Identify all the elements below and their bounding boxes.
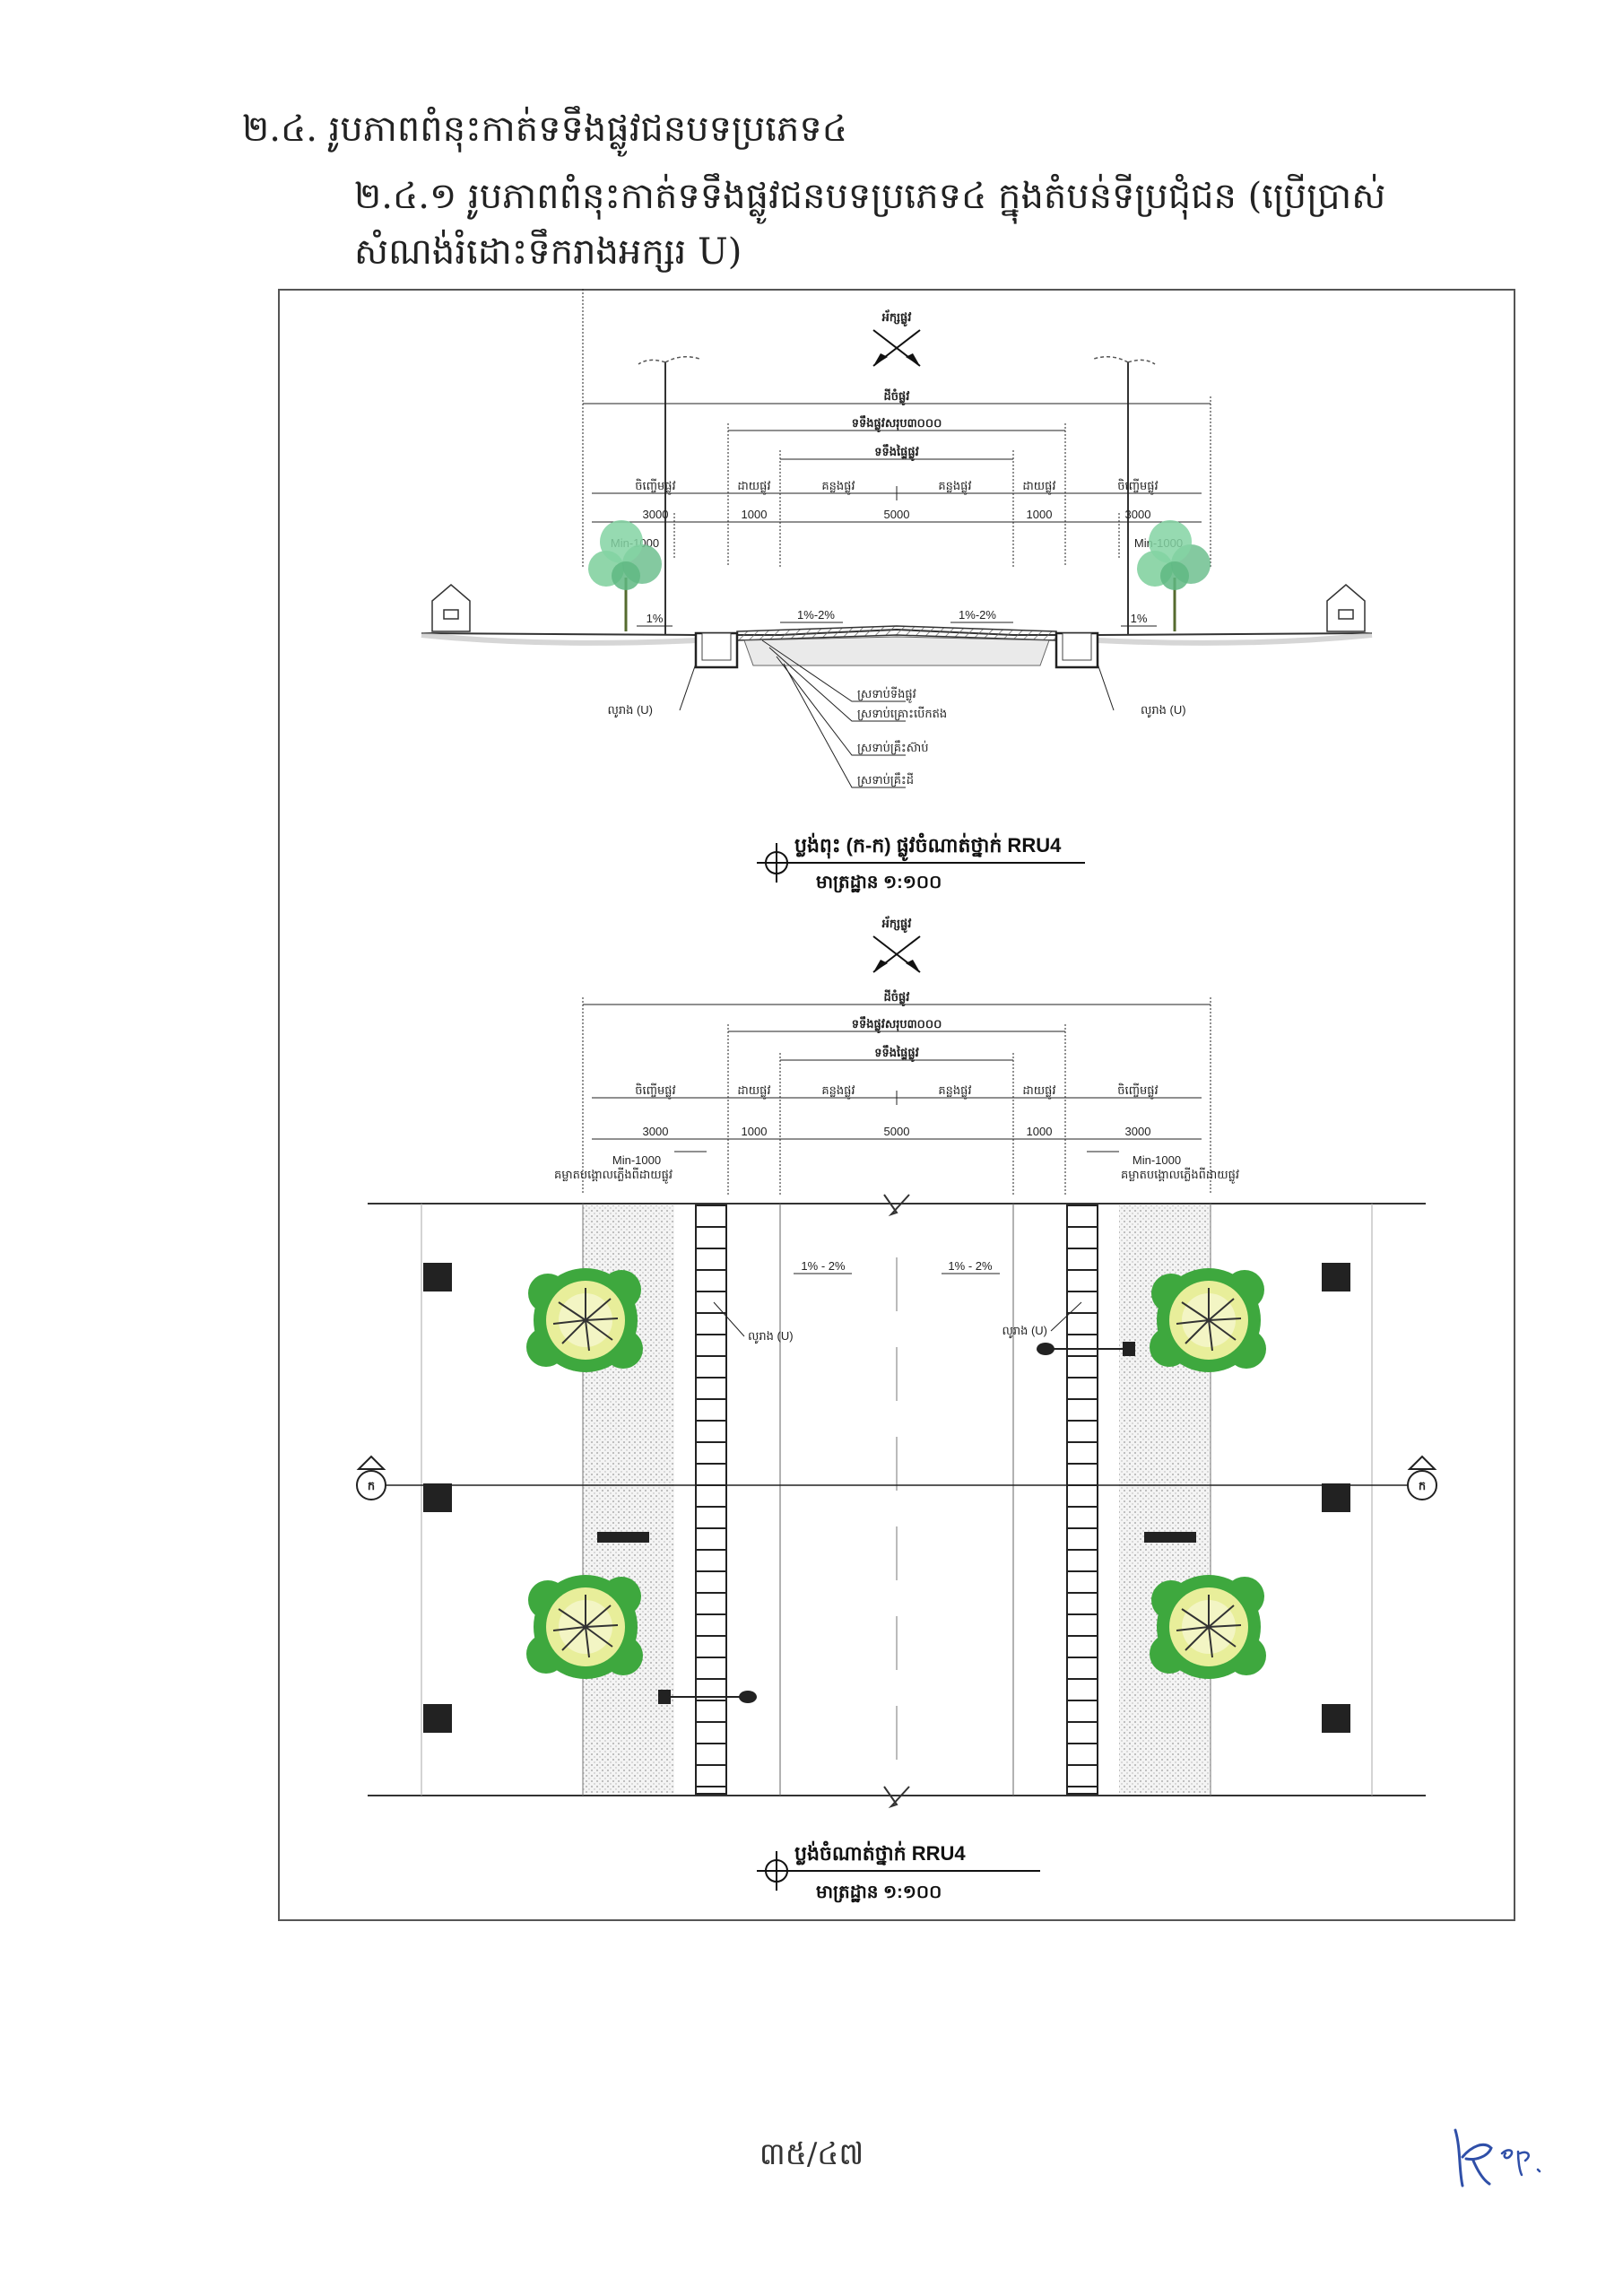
label-shoulder-left: ដាយផ្លូវ	[737, 479, 770, 495]
label-sidewalk-right: ចិញ្ចើមផ្លូវ	[1117, 478, 1158, 495]
subsection-heading: ២.៤.១ រូបភាពពំនុះកាត់ទទឹងផ្លូវជនបទប្រភេទ…	[354, 176, 1386, 273]
plan-dim-sidewalk-left: 3000	[643, 1125, 669, 1138]
slope-road-right: 1%-2%	[959, 608, 996, 622]
u-drain-right-plan	[1066, 1205, 1098, 1795]
axis-label-plan: អ័ក្សផ្លូវ	[881, 916, 912, 933]
slope-road-left: 1%-2%	[797, 608, 835, 622]
plan-view: អ័ក្សផ្លូវ ដីចំផ្លូវ ទទឹងផ្លូវសរុប៣០០០ ទ…	[356, 916, 1437, 1903]
tree-plan-2-icon	[525, 1574, 644, 1680]
plan-drain-label-left: លូរាង (U)	[748, 1329, 794, 1344]
dim-carriageway: 5000	[884, 508, 910, 521]
plan-label-sidewalk-right: ចិញ្ចើមផ្លូវ	[1117, 1083, 1158, 1100]
section-title-block: ប្លង់ពុះ (ក-ក) ផ្លូវចំណាត់ថ្នាក់ RRU4 មា…	[756, 832, 1085, 893]
drawing-frame	[278, 289, 1515, 1921]
drain-label-right: លូរាង (U)	[1141, 703, 1186, 718]
plan-dim-shoulder-right: 1000	[1027, 1125, 1053, 1138]
layer-label-subgrade: ស្រទាប់គ្រឹះដី	[857, 772, 914, 787]
row-label-right-of-way: ដីចំផ្លូវ	[884, 388, 910, 405]
row-label-road-width: ទទឹងផ្លូវសរុប៣០០០	[852, 415, 942, 432]
street-lamp-plan-left-icon	[658, 1690, 757, 1704]
plan-road-width: ទទឹងផ្លូវសរុប៣០០០	[852, 1016, 942, 1033]
label-shoulder-right: ដាយផ្លូវ	[1022, 479, 1055, 495]
building-markers	[423, 1263, 1350, 1733]
section-scale: មាត្រដ្ឋាន ១:១០០	[816, 873, 942, 893]
plan-label-lane-right: គន្លងផ្លូវ	[938, 1083, 971, 1100]
section-heading: ២.៤. រូបភាពពំនុះកាត់ទទឹងផ្លូវជនបទប្រភេទ៤	[242, 109, 848, 150]
section-marker-right-label: ក	[1419, 1479, 1426, 1492]
section-marker-left-icon: ក	[356, 1455, 386, 1500]
road-axis-symbol-plan: អ័ក្សផ្លូវ	[872, 916, 921, 973]
plan-min-right: Min-1000	[1133, 1153, 1181, 1167]
row-label-carriageway: ទទឹងផ្ទៃផ្លូវ	[874, 444, 919, 461]
plan-label-sidewalk-left: ចិញ្ចើមផ្លូវ	[635, 1083, 675, 1100]
axis-label: អ័ក្សផ្លូវ	[881, 309, 912, 326]
street-lamp-left-icon	[638, 356, 700, 634]
street-lamp-plan-right-icon	[1037, 1342, 1135, 1356]
label-lane-right: គន្លងផ្លូវ	[938, 479, 971, 495]
u-drain-left-plan	[695, 1205, 727, 1795]
label-sidewalk-left: ចិញ្ចើមផ្លូវ	[635, 478, 675, 495]
plan-pole-note-right: គម្លាតបង្គោលភ្លើងពីដាយផ្លូវ	[1121, 1167, 1239, 1184]
plan-label-shoulder-left: ដាយផ្លូវ	[737, 1083, 770, 1100]
dim-shoulder-left: 1000	[742, 508, 768, 521]
drain-label-left: លូរាង (U)	[607, 703, 653, 718]
tree-plan-1-icon	[525, 1267, 644, 1373]
plan-label-shoulder-right: ដាយផ្លូវ	[1022, 1083, 1055, 1100]
plan-carriageway: ទទឹងផ្ទៃផ្លូវ	[874, 1045, 919, 1062]
plan-dim-carriageway: 5000	[884, 1125, 910, 1138]
section-dimension-lines	[582, 289, 1211, 567]
plan-dim-shoulder-left: 1000	[742, 1125, 768, 1138]
base-layer	[743, 636, 1050, 666]
layer-label-surface: ស្រទាប់ទីងផ្លូវ	[857, 686, 916, 703]
slope-left: 1%	[647, 612, 664, 625]
tree-plan-3-icon	[1149, 1267, 1267, 1373]
plan-label-lane-left: គន្លងផ្លូវ	[821, 1083, 855, 1100]
plan-title: ប្លង់ចំណាត់ថ្នាក់ RRU4	[794, 1840, 966, 1866]
plan-scale: មាត្រដ្ឋាន ១:១០០	[816, 1883, 942, 1903]
street-lamp-right-icon	[1093, 356, 1156, 634]
dim-sidewalk-left: 3000	[643, 508, 669, 521]
dim-sidewalk-right: 3000	[1125, 508, 1151, 521]
plan-pole-note-left: គម្លាតបង្គោលភ្លើងពីដាយផ្លូវ	[554, 1167, 673, 1184]
section-marker-left-label: ក	[368, 1479, 375, 1492]
engineering-drawing: អ័ក្សផ្លូវ	[356, 289, 1437, 1903]
handwritten-initials	[1454, 2128, 1541, 2187]
page-number: ៣៥/៤៧	[759, 2136, 864, 2172]
plan-slope-left: 1% - 2%	[801, 1259, 846, 1273]
layer-label-base: ស្រទាប់គ្រោះបើកឥង	[857, 706, 947, 721]
label-lane-left: គន្លងផ្លូវ	[821, 479, 855, 495]
road-axis-symbol-top: អ័ក្សផ្លូវ	[872, 309, 921, 367]
section-title: ប្លង់ពុះ (ក-ក) ផ្លូវចំណាត់ថ្នាក់ RRU4	[794, 832, 1062, 862]
house-left-icon	[431, 584, 471, 632]
plan-dim-sidewalk-right: 3000	[1125, 1125, 1151, 1138]
plan-drain-label-right: លូរាង (U)	[1002, 1324, 1047, 1339]
layer-label-subbase: ស្រទាប់គ្រឹះស៊ាប់	[857, 740, 928, 755]
tree-plan-4-icon	[1149, 1574, 1267, 1680]
cross-section-view: អ័ក្សផ្លូវ	[421, 289, 1373, 893]
plan-title-block: ប្លង់ចំណាត់ថ្នាក់ RRU4 មាត្រដ្ឋាន ១:១០០	[756, 1840, 1040, 1903]
plan-slope-right: 1% - 2%	[948, 1259, 993, 1273]
section-marker-right-icon: ក	[1407, 1455, 1437, 1500]
plan-min-left: Min-1000	[612, 1153, 661, 1167]
house-right-icon	[1326, 584, 1366, 632]
plan-dimension-lines	[582, 997, 1211, 1195]
plan-right-of-way: ដីចំផ្លូវ	[884, 989, 910, 1006]
dim-shoulder-right: 1000	[1027, 508, 1053, 521]
slope-right: 1%	[1131, 612, 1148, 625]
